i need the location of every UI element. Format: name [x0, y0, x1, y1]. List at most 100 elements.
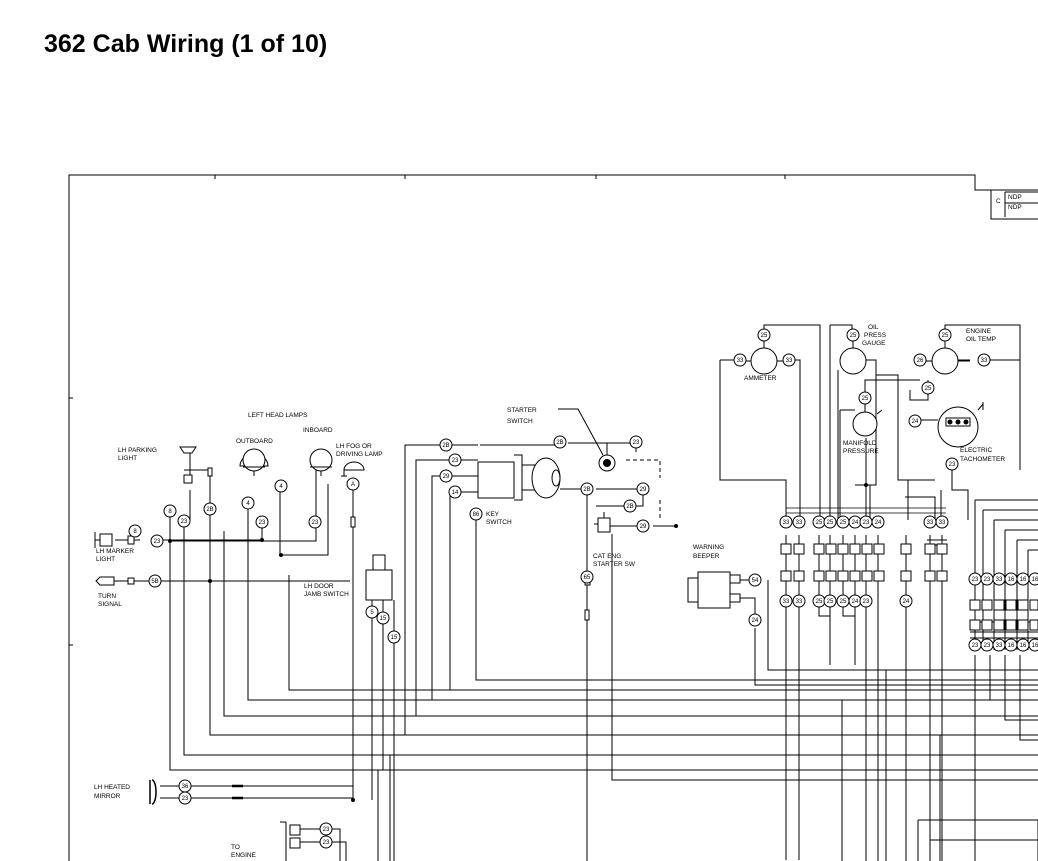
wire-number: 8	[168, 509, 172, 515]
wire-number: 24	[875, 520, 882, 526]
wire-tag-circle	[274, 479, 288, 493]
wire-tag-circle	[439, 469, 453, 483]
wire-tag-circle	[128, 524, 142, 538]
wire-number: 23	[312, 520, 319, 526]
wire-number: 86	[473, 512, 480, 518]
wire-number: 54	[752, 578, 759, 584]
wire-tag-circle	[846, 328, 860, 342]
wire-number: 23	[863, 599, 870, 605]
wire-tag-circle	[977, 353, 991, 367]
wire-tag-circle	[636, 482, 650, 496]
wire-tag-circle	[439, 438, 453, 452]
wire-tag-circle	[779, 515, 793, 529]
wire-tag-circle	[757, 328, 771, 342]
starter-switch-symbol	[598, 454, 616, 472]
wire-tag-circle	[387, 630, 401, 644]
wire-tag-circle	[899, 594, 913, 608]
wire-number: 25	[816, 599, 823, 605]
wire-tag-circle	[1028, 572, 1038, 586]
wire-number: 23	[181, 519, 188, 525]
wire-tag-circle	[346, 477, 360, 491]
wire-number: 4	[246, 501, 250, 507]
wire-tag-circle	[823, 515, 837, 529]
wire-tag-circle	[448, 453, 462, 467]
wire-number: 33	[783, 520, 790, 526]
wire-tag-circle	[580, 570, 594, 584]
wire-number: 65	[584, 575, 591, 581]
wire-number: 23	[323, 827, 330, 833]
electric-tachometer-symbol	[937, 402, 984, 448]
wire-number: 25	[827, 599, 834, 605]
wire-tag-circle	[858, 391, 872, 405]
wire-number: 2B	[206, 507, 213, 513]
wire-number: 33	[737, 358, 744, 364]
wire-tag-circle	[871, 515, 885, 529]
wire-number: 2B	[626, 504, 633, 510]
lh-marker-light-symbol	[94, 532, 135, 548]
wire-number: 29	[443, 474, 450, 480]
wire-number: 16	[1032, 643, 1038, 649]
wire-tag-circle	[623, 499, 637, 513]
lh-heated-mirror-symbol	[149, 779, 157, 805]
engine-oil-temp-symbol	[925, 342, 970, 375]
wire-number: 2B	[583, 487, 590, 493]
wire-number: 23	[972, 643, 979, 649]
wire-number: 2B	[556, 440, 563, 446]
drawing-frame	[68, 174, 1038, 861]
wire-tag-circle	[1028, 638, 1038, 652]
wire-tag-circle	[908, 414, 922, 428]
wire-tag-circle	[792, 594, 806, 608]
connector-pins	[289, 543, 1038, 849]
wire-tag-circle	[792, 515, 806, 529]
wire-number: 25	[850, 333, 857, 339]
wire-number: 25	[862, 396, 869, 402]
wire-number: 16	[1032, 577, 1038, 583]
inboard-label: INBOARD	[303, 427, 333, 434]
key-switch-symbol	[477, 454, 561, 501]
wire-tag-circle	[319, 822, 333, 836]
lh-fog-lamp-symbol	[341, 461, 365, 528]
wire-number: 5B	[151, 579, 158, 585]
wire-tag-circle	[308, 515, 322, 529]
wire-number: 25	[942, 333, 949, 339]
wire-tag-circle	[782, 353, 796, 367]
wire-number: 16	[1020, 643, 1027, 649]
wire-number: 15	[391, 635, 398, 641]
wire-tag-circle	[748, 573, 762, 587]
wire-number: 29	[640, 487, 647, 493]
wire-number: 8	[133, 529, 137, 535]
wire-number: 24	[752, 618, 759, 624]
wire-number: 23	[323, 840, 330, 846]
wire-number: 16	[1008, 643, 1015, 649]
wire-number: 26	[917, 358, 924, 364]
wire-tag-circle	[203, 502, 217, 516]
wire-number: 23	[984, 577, 991, 583]
wire-number: 15	[380, 616, 387, 622]
wire-number: 2B	[442, 443, 449, 449]
wire-number: 23	[259, 520, 266, 526]
wire-number: 4	[279, 484, 283, 490]
wire-number: 33	[981, 358, 988, 364]
wire-number: 33	[996, 577, 1003, 583]
wire-tag-circle	[748, 613, 762, 627]
wire-tag-circle	[859, 594, 873, 608]
wire-number: 16	[1008, 577, 1015, 583]
manifold-pressure-symbol	[852, 405, 883, 437]
outboard-label: OUTBOARD	[236, 438, 273, 445]
wire-number: A	[351, 482, 355, 488]
wire-harness	[110, 324, 1038, 861]
ammeter-label: AMMETER	[744, 375, 777, 382]
wire-tag-circle	[580, 482, 594, 496]
wire-tag-circle	[921, 381, 935, 395]
wire-number: 23	[863, 520, 870, 526]
